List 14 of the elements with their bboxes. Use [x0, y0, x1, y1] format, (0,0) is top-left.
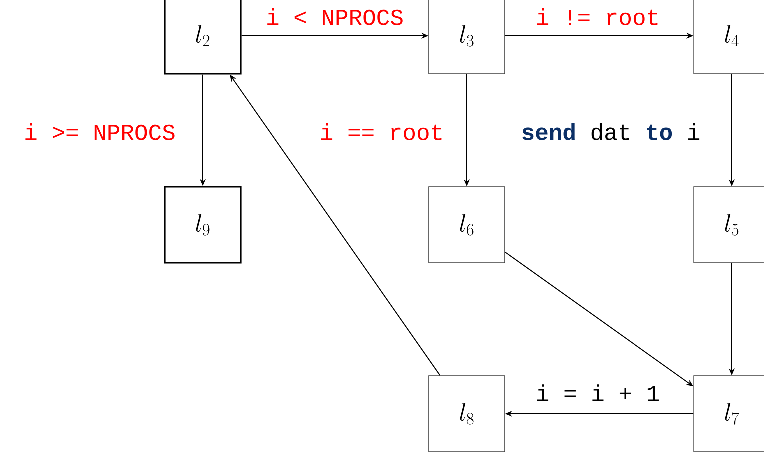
edge-label: i == root	[318, 122, 446, 142]
node-box: $l_3$	[428, 0, 506, 74]
edge-label: send dat to i	[520, 122, 702, 142]
node-box: $l_6$	[428, 186, 506, 264]
node-box: $l_2$	[164, 0, 242, 75]
edge-label: i = i + 1	[534, 384, 662, 402]
node-box: $l_8$	[428, 376, 506, 452]
node-box: $l_5$	[694, 186, 764, 264]
edge-label: i != root	[534, 8, 662, 26]
edge-label: i < NPROCS	[265, 8, 406, 26]
node-box: $l_4$	[694, 0, 764, 74]
node-box: $l_7$	[694, 376, 764, 452]
node-box: $l_9$	[164, 186, 242, 264]
edge-label: i >= NPROCS	[23, 122, 177, 142]
